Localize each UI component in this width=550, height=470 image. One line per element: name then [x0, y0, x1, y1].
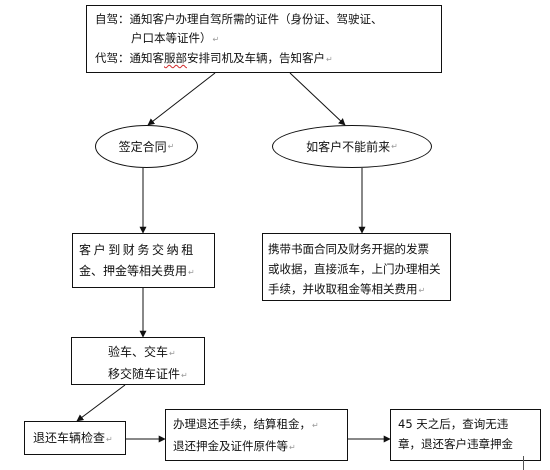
- text-on-site-line1: 携带书面合同及财务开据的发票: [268, 242, 429, 256]
- text-self-drive-line2: 户口本等证件）: [131, 31, 212, 45]
- text-driver-squiggle: 服部: [164, 51, 187, 65]
- text-driver-prefix: 代驾：通知客: [95, 51, 164, 65]
- pilcrow-icon: ↵: [169, 349, 176, 358]
- text-45-days-line1: 45 天之后，查询无违: [398, 417, 509, 431]
- pilcrow-icon: ↵: [106, 435, 113, 444]
- ellipse-cannot-come: 如客户不能前来↵: [272, 125, 432, 168]
- text-cannot-come: 如客户不能前来: [306, 140, 391, 154]
- pilcrow-icon: ↵: [181, 371, 188, 380]
- text-return-check: 退还车辆检查: [33, 431, 106, 445]
- pilcrow-icon: ↵: [188, 268, 195, 277]
- text-procedure-line1: 办理退还手续，结算租金，: [173, 417, 311, 431]
- text-on-site-line2: 或收据，直接派车，上门办理相关: [268, 262, 441, 276]
- text-pay-line2: 金、押金等相关费用: [79, 264, 188, 278]
- text-on-site-line3: 手续，并收取租金等相关费用: [268, 282, 418, 296]
- box-inspect-handover: 验车、交车↵ 移交随车证件↵: [71, 337, 205, 385]
- pilcrow-icon: ↵: [289, 443, 296, 452]
- arrow-top-to-cannot-come: [289, 72, 346, 126]
- ellipse-sign-contract: 签定合同↵: [95, 125, 198, 168]
- text-inspect-line1: 验车、交车: [108, 345, 169, 359]
- box-return-check: 退还车辆检查↵: [24, 421, 126, 455]
- text-procedure-line2: 退还押金及证件原件等: [173, 439, 288, 453]
- box-pay-finance: 客户到财务交纳租 金、押金等相关费用↵: [72, 233, 215, 288]
- text-cursor: [523, 456, 524, 470]
- arrow-top-to-sign-contract: [147, 72, 216, 126]
- text-45-days-line2: 章，退还客户违章押金: [398, 437, 513, 451]
- text-pay-line1: 客户到财务交纳租: [79, 243, 196, 257]
- box-on-site-service: 携带书面合同及财务开据的发票 或收据，直接派车，上门办理相关 手续，并收取租金等…: [262, 233, 451, 301]
- box-notify-customer: 自驾：通知客户办理自驾所需的证件（身份证、驾驶证、 户口本等证件）↵ 代驾：通知…: [86, 5, 442, 73]
- pilcrow-icon: ↵: [167, 142, 175, 151]
- text-driver-suffix: 安排司机及车辆，告知客户: [187, 51, 325, 65]
- pilcrow-icon: ↵: [326, 55, 333, 64]
- text-self-drive-line1: 自驾：通知客户办理自驾所需的证件（身份证、驾驶证、: [95, 12, 383, 26]
- box-return-procedure: 办理退还手续，结算租金，↵ 退还押金及证件原件等↵: [165, 409, 348, 461]
- pilcrow-icon: ↵: [212, 35, 220, 44]
- pilcrow-icon: ↵: [391, 142, 398, 151]
- arrow-inspect-to-return-check: [76, 384, 126, 422]
- pilcrow-icon: ↵: [312, 421, 319, 430]
- text-sign-contract: 签定合同: [118, 140, 167, 154]
- pilcrow-icon: ↵: [418, 286, 426, 295]
- box-after-45-days: 45 天之后，查询无违 章，退还客户违章押金: [390, 409, 541, 461]
- text-inspect-line2: 移交随车证件: [108, 367, 181, 381]
